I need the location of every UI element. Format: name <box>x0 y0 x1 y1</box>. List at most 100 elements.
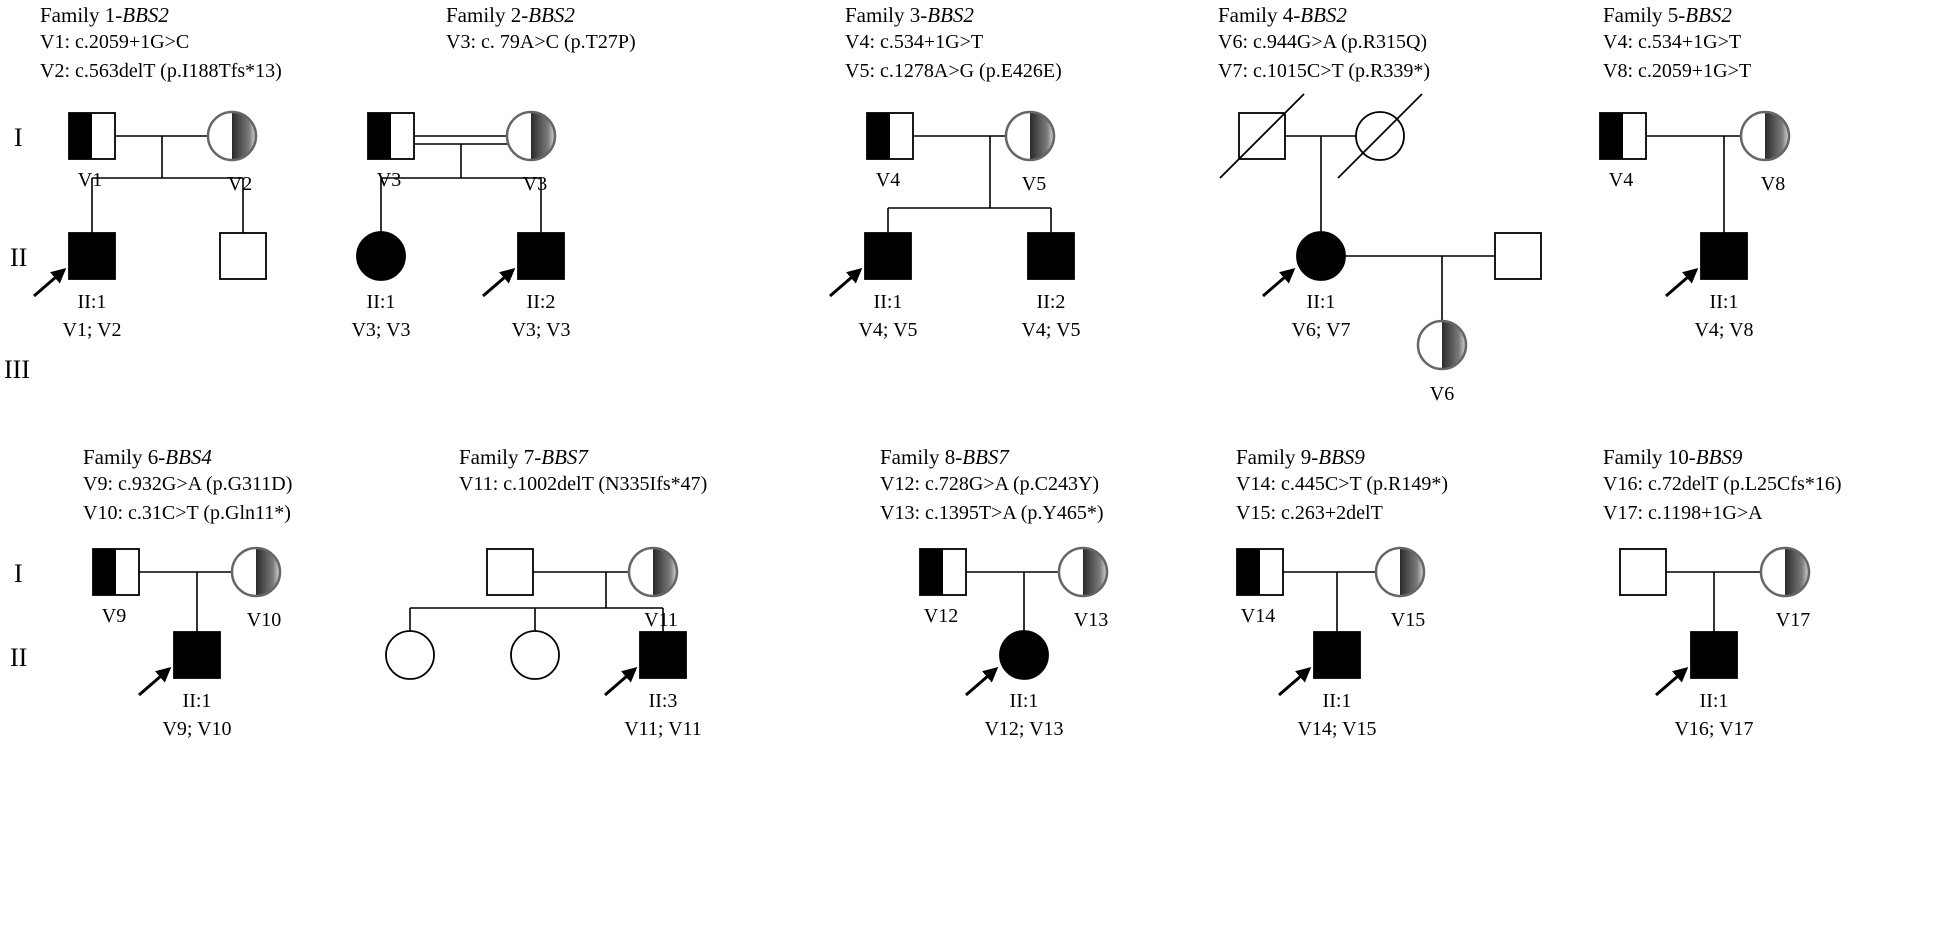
female-affected-symbol <box>1296 231 1346 281</box>
individual-genotype: V4; V5 <box>858 319 917 341</box>
gene-name: BBS4 <box>165 445 212 469</box>
male-carrier-symbol <box>367 112 415 160</box>
gene-name: BBS2 <box>122 3 169 27</box>
father-variant-label: V12 <box>924 605 958 627</box>
square-half-fill <box>93 549 116 595</box>
deceased-slash <box>1219 93 1305 179</box>
family-title-prefix: Family 3- <box>845 3 927 27</box>
individual-id: II:1 <box>183 690 212 712</box>
square-half-fill <box>920 549 943 595</box>
individual-genotype: V3; V3 <box>351 319 410 341</box>
family-title-prefix: Family 6- <box>83 445 165 469</box>
square-symbol <box>1690 631 1738 679</box>
proband-arrow <box>1278 667 1312 697</box>
gene-name: BBS2 <box>1685 3 1732 27</box>
male-affected-symbol <box>517 232 565 280</box>
variant-description: V4: c.534+1G>T <box>1603 31 1741 53</box>
male-affected-symbol <box>1313 631 1361 679</box>
family-title: Family 7-BBS7 <box>459 445 589 469</box>
circle-symbol <box>1759 546 1811 598</box>
variant-description: V16: c.72delT (p.L25Cfs*16) <box>1603 473 1842 495</box>
proband-arrow <box>965 667 999 697</box>
circle-symbol <box>1057 546 1109 598</box>
circle-symbol <box>1416 319 1468 371</box>
family-title-prefix: Family 4- <box>1218 3 1300 27</box>
proband-arrow <box>138 667 172 697</box>
family-title-prefix: Family 8- <box>880 445 962 469</box>
female-carrier-symbol <box>230 546 282 598</box>
female-carrier-symbol <box>206 110 258 162</box>
family-title: Family 9-BBS9 <box>1236 445 1365 469</box>
individual-id: II:1 <box>1700 690 1729 712</box>
family-title: Family 1-BBS2 <box>40 3 169 27</box>
square-symbol <box>1313 631 1361 679</box>
generation-label-I: I <box>14 559 23 588</box>
family-title-prefix: Family 2- <box>446 3 528 27</box>
circle-symbol <box>999 630 1049 680</box>
circle-symbol <box>1739 110 1791 162</box>
male-affected-symbol <box>639 631 687 679</box>
individual-genotype: V6; V7 <box>1291 319 1350 341</box>
mother-variant-label: V10 <box>247 609 281 631</box>
square-symbol <box>864 232 912 280</box>
gene-name: BBS2 <box>528 3 575 27</box>
proband-arrow <box>1665 268 1699 298</box>
square-symbol <box>486 548 534 596</box>
square-symbol <box>68 232 116 280</box>
square-symbol <box>1619 548 1667 596</box>
gene-name: BBS9 <box>1696 445 1743 469</box>
family-title-prefix: Family 5- <box>1603 3 1685 27</box>
proband-arrow <box>1262 268 1296 298</box>
female-carrier-symbol <box>1057 546 1109 598</box>
family-title: Family 3-BBS2 <box>845 3 974 27</box>
generation-label-II: II <box>10 243 27 272</box>
gene-name: BBS7 <box>541 445 589 469</box>
generation-label-III: III <box>4 355 30 384</box>
male-affected-symbol <box>68 232 116 280</box>
gene-name: BBS7 <box>962 445 1010 469</box>
variant-description: V10: c.31C>T (p.Gln11*) <box>83 502 291 524</box>
male-carrier-symbol <box>92 548 140 596</box>
female-carrier-symbol <box>1374 546 1426 598</box>
individual-genotype: V1; V2 <box>62 319 121 341</box>
female-carrier-symbol <box>1004 110 1056 162</box>
variant-description: V14: c.445C>T (p.R149*) <box>1236 473 1448 495</box>
individual-id: II:1 <box>367 291 396 313</box>
male-unaffected-symbol <box>486 548 534 596</box>
mother-variant-label: V3 <box>523 173 547 195</box>
female-carrier-symbol <box>505 110 557 162</box>
grandchild-variant-label: V6 <box>1430 383 1454 405</box>
male-affected-symbol <box>1690 631 1738 679</box>
mother-variant-label: V13 <box>1074 609 1108 631</box>
proband-arrow <box>33 268 67 298</box>
individual-id: II:1 <box>1010 690 1039 712</box>
individual-id: II:2 <box>527 291 556 313</box>
circle-symbol <box>627 546 679 598</box>
individual-id: II:3 <box>649 690 678 712</box>
proband-arrow <box>829 268 863 298</box>
circle-symbol <box>356 231 406 281</box>
variant-description: V12: c.728G>A (p.C243Y) <box>880 473 1099 495</box>
proband-arrow <box>482 268 516 298</box>
generation-label-II: II <box>10 643 27 672</box>
proband-arrow <box>1655 667 1689 697</box>
mother-variant-label: V11 <box>644 609 678 631</box>
individual-genotype: V4; V5 <box>1021 319 1080 341</box>
individual-id: II:1 <box>1323 690 1352 712</box>
father-variant-label: V4 <box>876 169 900 191</box>
father-variant-label: V4 <box>1609 169 1633 191</box>
square-half-fill <box>867 113 890 159</box>
family-title: Family 5-BBS2 <box>1603 3 1732 27</box>
female-unaffected-symbol <box>385 630 435 680</box>
family-title-prefix: Family 1- <box>40 3 122 27</box>
square-symbol <box>1700 232 1748 280</box>
individual-genotype: V12; V13 <box>984 718 1063 740</box>
